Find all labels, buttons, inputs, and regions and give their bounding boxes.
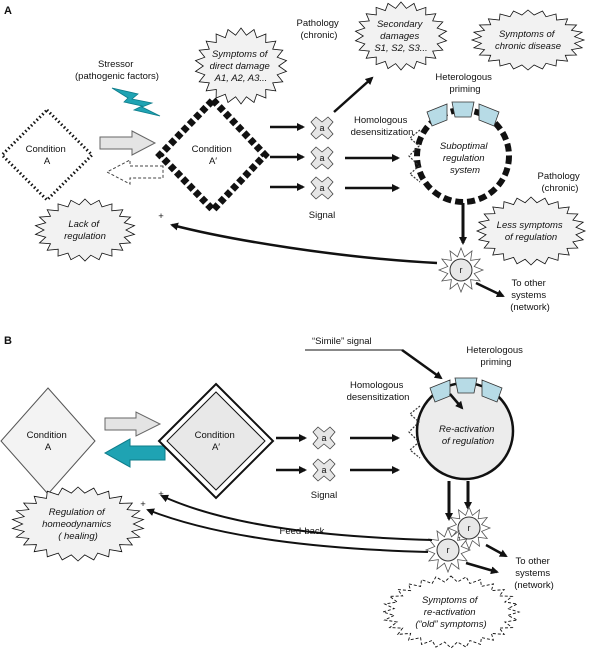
to-other-systems-label: To other systems (network) <box>514 556 554 591</box>
symptoms-direct-damage-burst <box>194 27 288 105</box>
dashed-reverse-arrow <box>105 159 164 185</box>
gray-block-arrow <box>99 130 157 156</box>
stressor-lightning-icon <box>111 87 161 117</box>
arrow-to-other-systems <box>475 281 505 298</box>
arrow-priming-to-center <box>449 393 464 410</box>
condition-a-label: Condition A <box>27 430 70 453</box>
heterologous-priming-label: Heterologous priming <box>435 72 494 95</box>
receptor-block <box>451 101 475 118</box>
condition-a-prime-label: Condition A′ <box>195 430 238 453</box>
heterologous-priming-label: Heterologous priming <box>466 345 525 368</box>
condition-a-diamond <box>0 387 96 495</box>
plus-sign: + <box>158 211 164 222</box>
receptor-block <box>429 379 451 403</box>
suboptimal-regulation-label: Suboptimal regulation system <box>440 141 490 176</box>
condition-a-prime-label: Condition A′ <box>192 144 235 167</box>
lack-of-regulation-burst <box>34 198 136 262</box>
plus-sign: + <box>158 489 164 500</box>
pathology-right-label: Pathology (chronic) <box>538 171 583 194</box>
panel-a-label: A <box>4 5 12 17</box>
feedback-curve-b-2 <box>146 508 429 553</box>
receptor-r-circle <box>457 516 481 540</box>
feedback-curve-a <box>170 222 438 265</box>
arrow-to-other-systems-1 <box>485 543 508 558</box>
reactivation-label: Re-activation of regulation <box>439 424 497 447</box>
stressor-label: Stressor (pathogenic factors) <box>75 59 159 82</box>
gray-block-arrow <box>104 411 162 437</box>
teal-reverse-arrow <box>103 438 166 468</box>
lack-of-regulation-label: Lack of regulation <box>64 219 106 242</box>
arrow-simile-to-system <box>401 348 443 380</box>
condition-a-diamond <box>0 107 95 203</box>
less-symptoms-burst <box>475 196 587 266</box>
symptoms-reactivation-burst <box>381 575 521 649</box>
condition-a-label: Condition A <box>26 144 69 167</box>
signal-node: a <box>312 426 336 450</box>
svg-text:a: a <box>319 123 324 133</box>
condition-a-prime-diamond <box>155 94 270 216</box>
to-other-systems-label: To other systems (network) <box>510 278 550 313</box>
svg-text:a: a <box>321 465 326 475</box>
homologous-desensitization-label: Homologous desensitization <box>351 115 414 138</box>
svg-text:a: a <box>319 153 324 163</box>
receptor-r-circle <box>436 538 460 562</box>
receptor-r-circle <box>449 258 473 282</box>
condition-a-prime-inner <box>166 391 266 491</box>
receptor-block <box>426 103 448 127</box>
svg-text:a: a <box>321 433 326 443</box>
symptoms-chronic-burst <box>470 9 586 71</box>
signal-node: a <box>310 176 334 200</box>
feed-back-label: Feed-back <box>280 526 325 537</box>
regulation-homeodynamics-burst <box>11 486 145 562</box>
plus-sign: + <box>140 499 146 510</box>
simile-signal-label: “Simile” signal <box>312 336 372 347</box>
receptor-block <box>481 379 503 403</box>
pathology-top-label: Pathology (chronic) <box>297 18 342 41</box>
receptor-r-label: r <box>460 265 463 275</box>
secondary-damages-label: Secondary damages S1, S2, S3... <box>374 19 427 54</box>
symptoms-direct-damage-label: Symptoms of direct damage A1, A2, A3... <box>210 49 273 84</box>
symptoms-chronic-label: Symptoms of chronic disease <box>495 29 561 52</box>
panel-b-label: B <box>4 335 12 347</box>
symptoms-reactivation-label: Symptoms of re-activation (“old” symptom… <box>415 595 486 630</box>
regulation-homeodynamics-label: Regulation of homeodynamics ( healing) <box>42 507 114 542</box>
arrow-to-secondary-damages <box>333 76 374 113</box>
signal-node: a <box>310 146 334 170</box>
signal-node: a <box>312 458 336 482</box>
receptor-r-label: r <box>447 545 450 555</box>
signal-label: Signal <box>311 490 337 501</box>
secondary-damages-burst <box>354 1 448 71</box>
arrow-to-other-systems-2 <box>465 561 499 575</box>
desensitized-receptor <box>408 129 421 183</box>
signal-node: a <box>310 116 334 140</box>
signal-label: Signal <box>309 210 335 221</box>
svg-text:a: a <box>319 183 324 193</box>
receptor-block <box>454 377 478 394</box>
receptor-block <box>478 103 500 127</box>
feedback-curve-b-1 <box>160 494 433 541</box>
homologous-desensitization-label: Homologous desensitization <box>347 380 410 403</box>
less-symptoms-label: Less symptoms of regulation <box>497 220 566 243</box>
receptor-r-label: r <box>468 523 471 533</box>
desensitized-receptor <box>408 405 421 459</box>
